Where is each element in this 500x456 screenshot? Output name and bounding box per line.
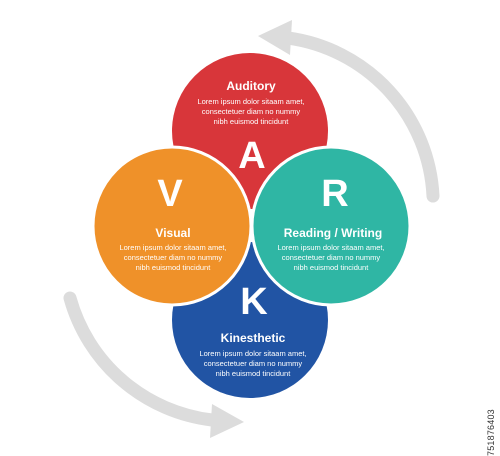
visual-title: Visual xyxy=(155,226,190,240)
visual-letter: V xyxy=(157,173,183,215)
kinesthetic-letter: K xyxy=(240,281,268,323)
body-line: Lorem ipsum dolor sitaam amet, xyxy=(199,349,306,358)
body-line: Lorem ipsum dolor sitaam amet, xyxy=(197,97,304,106)
auditory-letter: A xyxy=(238,135,265,177)
cycle-arrow-bottom xyxy=(63,291,244,438)
reading-letter: R xyxy=(321,173,348,215)
arrow-top-stroke xyxy=(281,31,440,203)
reading-title: Reading / Writing xyxy=(284,226,382,240)
cycle-arrow-top xyxy=(258,20,440,203)
body-line: nibh euismod tincidunt xyxy=(136,263,212,272)
stock-id-label: 751876403 xyxy=(486,409,496,456)
visual-body: Lorem ipsum dolor sitaam amet, consectet… xyxy=(119,243,226,272)
arrow-bottom-stroke xyxy=(63,291,219,427)
auditory-body: Lorem ipsum dolor sitaam amet, consectet… xyxy=(197,97,304,126)
kinesthetic-title: Kinesthetic xyxy=(221,331,286,345)
kinesthetic-body: Lorem ipsum dolor sitaam amet, consectet… xyxy=(199,349,306,378)
body-line: nibh euismod tincidunt xyxy=(214,117,290,126)
body-line: Lorem ipsum dolor sitaam amet, xyxy=(277,243,384,252)
body-line: consectetuer diam no nummy xyxy=(282,253,381,262)
arrow-top-head xyxy=(258,20,292,55)
body-line: consectetuer diam no nummy xyxy=(204,359,303,368)
arrow-bottom-head xyxy=(210,404,244,438)
reading-body: Lorem ipsum dolor sitaam amet, consectet… xyxy=(277,243,384,272)
body-line: consectetuer diam no nummy xyxy=(202,107,301,116)
body-line: Lorem ipsum dolor sitaam amet, xyxy=(119,243,226,252)
reading-circle xyxy=(250,145,412,307)
body-line: consectetuer diam no nummy xyxy=(124,253,223,262)
body-line: nibh euismod tincidunt xyxy=(294,263,370,272)
auditory-title: Auditory xyxy=(226,79,276,93)
body-line: nibh euismod tincidunt xyxy=(216,369,292,378)
